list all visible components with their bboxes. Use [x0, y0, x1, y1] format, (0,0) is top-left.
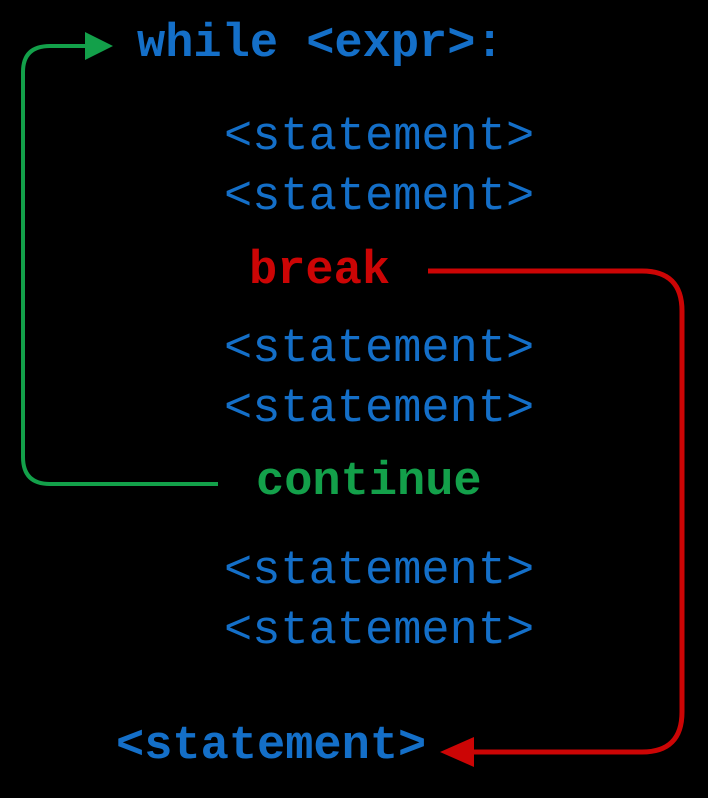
- break-keyword: break: [249, 245, 391, 298]
- break-arrow: [428, 268, 685, 767]
- post-loop-statement: <statement>: [116, 720, 427, 773]
- break-arrow-path: [428, 268, 685, 755]
- continue-arrow: [21, 32, 218, 486]
- loop-statement: <statement>: [224, 383, 535, 436]
- continue-keyword: continue: [256, 456, 482, 509]
- loop-statement: <statement>: [224, 545, 535, 598]
- continue-arrow-path: [21, 44, 218, 486]
- break-arrowhead-icon: [440, 737, 474, 767]
- continue-arrowhead-icon: [85, 32, 113, 60]
- loop-statement: <statement>: [224, 171, 535, 224]
- loop-statement: <statement>: [224, 605, 535, 658]
- loop-statement: <statement>: [224, 111, 535, 164]
- loop-statement: <statement>: [224, 323, 535, 376]
- while-header: while <expr>:: [137, 18, 504, 71]
